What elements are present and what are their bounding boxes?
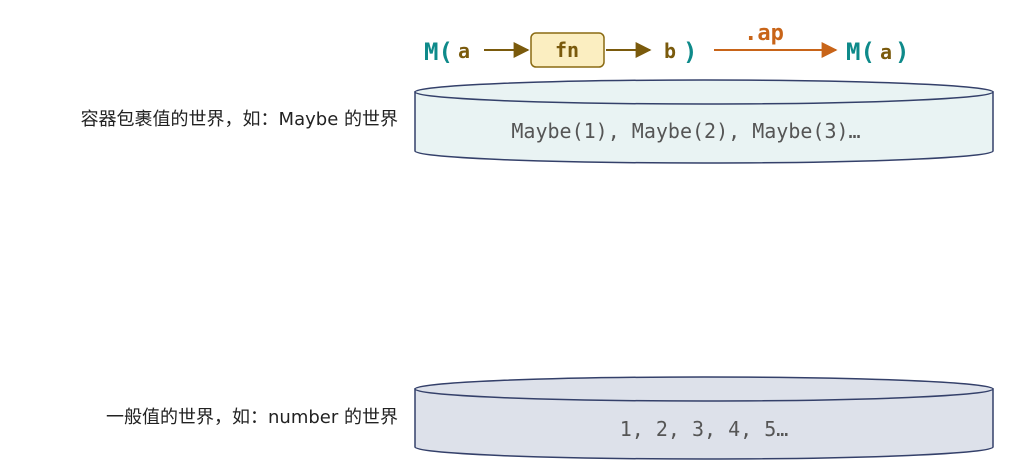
- formula-close: ): [683, 38, 697, 66]
- plain-world-body: [414, 388, 994, 460]
- formula-output: b: [664, 39, 676, 63]
- result-close: ): [895, 38, 909, 66]
- ap-label: .ap: [744, 21, 784, 46]
- plain-world: 1, 2, 3, 4, 5…: [414, 376, 994, 460]
- container-world-body: [414, 91, 994, 164]
- result-open: M(: [846, 38, 875, 66]
- container-world: Maybe(1), Maybe(2), Maybe(3)…: [414, 79, 994, 164]
- fn-box: [530, 32, 605, 68]
- formula-input: a: [458, 39, 470, 63]
- container-world-label: 容器包裹值的世界，如：Maybe 的世界: [81, 109, 398, 130]
- plain-world-top: [414, 376, 994, 402]
- fn-label: fn: [555, 38, 579, 62]
- container-world-top: [414, 79, 994, 105]
- container-world-content: Maybe(1), Maybe(2), Maybe(3)…: [511, 119, 860, 143]
- formula-row: M( a fn b ) .ap M( a ): [424, 21, 909, 68]
- result-inner: a: [880, 40, 892, 64]
- plain-world-content: 1, 2, 3, 4, 5…: [620, 417, 789, 441]
- plain-world-label: 一般值的世界，如：number 的世界: [106, 407, 398, 428]
- formula-open: M(: [424, 38, 453, 66]
